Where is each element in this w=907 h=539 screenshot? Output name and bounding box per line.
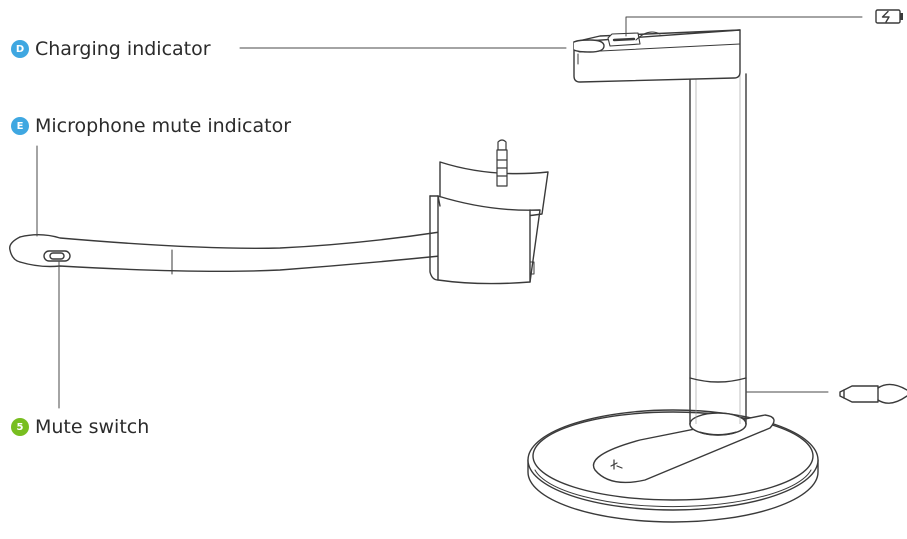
stand-top-arm — [573, 29, 741, 83]
callout-label: Microphone mute indicator — [35, 115, 291, 137]
callout-badge: E — [11, 117, 29, 135]
battery-charging-icon — [875, 9, 903, 24]
callout-mute-switch: 5 Mute switch — [11, 416, 149, 438]
callout-label: Charging indicator — [35, 38, 211, 60]
usb-cable-icon — [839, 383, 907, 404]
leader-battery — [625, 16, 863, 37]
adapter-holder — [429, 139, 549, 285]
audio-jack-icon — [496, 139, 508, 187]
razer-logo-icon — [610, 459, 623, 470]
stand-base — [527, 409, 819, 523]
leader-lines — [36, 16, 863, 409]
stand-column — [689, 73, 747, 436]
callout-badge: D — [11, 40, 29, 58]
callout-charging-indicator: D Charging indicator — [11, 38, 211, 60]
boom-microphone — [9, 231, 441, 275]
callout-microphone-mute-indicator: E Microphone mute indicator — [11, 115, 291, 137]
callout-label: Mute switch — [35, 416, 150, 438]
callout-badge: 5 — [11, 418, 29, 436]
